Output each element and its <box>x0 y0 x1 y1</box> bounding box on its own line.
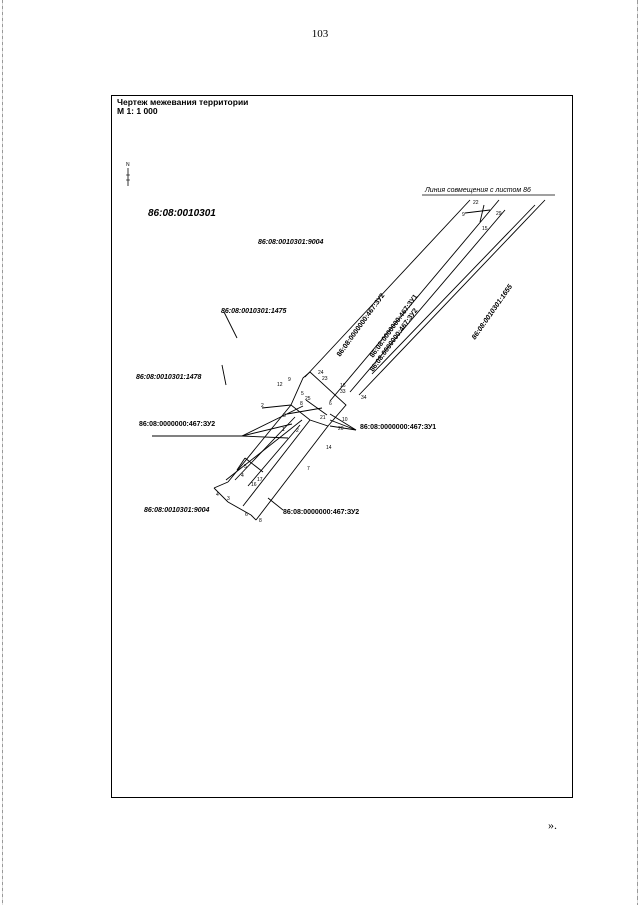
point-8-bottom: 8 <box>259 518 262 524</box>
point-9: 9 <box>288 377 291 383</box>
point-25: 25 <box>305 396 311 402</box>
drawing-frame <box>111 95 573 798</box>
point-6-top: 6 <box>329 401 332 407</box>
point-7: 7 <box>307 466 310 472</box>
page-edge-right <box>637 0 638 905</box>
parcel-label-9004-top: 86:08:0010301:9004 <box>258 239 323 246</box>
overlap-line-label: Линия совмещения с листом 86 <box>424 187 531 194</box>
point-6-bottom: 6 <box>245 512 248 518</box>
page-edge-left <box>2 0 3 905</box>
point-20: 20 <box>338 426 344 432</box>
point-3-left: 3 <box>283 413 286 419</box>
point-9-top: 9 <box>462 212 465 218</box>
point-2-mid: 2 <box>296 428 299 434</box>
point-24: 24 <box>318 370 324 376</box>
parcel-label-1475: 86:08:0010301:1475 <box>221 308 286 315</box>
point-5-bottom: 5 <box>244 464 247 470</box>
parcel-label-9004-bottom: 86:08:0010301:9004 <box>144 507 209 514</box>
point-14: 14 <box>326 445 332 451</box>
point-21: 21 <box>320 415 326 421</box>
point-15: 15 <box>482 226 488 232</box>
point-16-top: 16 <box>340 383 346 389</box>
point-23: 23 <box>322 376 328 382</box>
zone-label-zu2-bottom: 86:08:0000000:467:ЗУ2 <box>283 509 359 516</box>
drawing-title: Чертеж межевания территории <box>117 97 248 107</box>
zone-label-zu1-right: 86:08:0000000:467:ЗУ1 <box>360 424 436 431</box>
north-arrow-icon: N <box>126 162 130 186</box>
point-33: 33 <box>340 389 346 395</box>
point-12: 12 <box>277 382 283 388</box>
page-number: 103 <box>311 28 329 40</box>
point-10: 10 <box>342 417 348 423</box>
svg-text:N: N <box>126 162 130 168</box>
point-numbers: 22 9 29 15 9 12 24 23 16 33 5 25 8 6 34 … <box>216 200 502 524</box>
boundary-lines <box>152 199 546 521</box>
point-5: 5 <box>301 391 304 397</box>
point-29: 29 <box>496 211 502 217</box>
point-1-mid: 1 <box>282 427 285 433</box>
point-17: 17 <box>257 477 263 483</box>
closing-mark: ». <box>548 818 557 832</box>
parcel-label-1655: 86:08:0010301:1655 <box>471 283 514 341</box>
drawing-scale: М 1: 1 000 <box>117 106 158 116</box>
point-4-bottom: 4 <box>241 473 244 479</box>
point-8: 8 <box>300 401 303 407</box>
parcel-label-1478: 86:08:0010301:1478 <box>136 374 201 381</box>
point-4-corner: 4 <box>216 492 219 498</box>
point-34: 34 <box>361 395 367 401</box>
point-2-left: 2 <box>261 403 264 409</box>
quarter-label: 86:08:0010301 <box>148 208 216 219</box>
point-3-corner: 3 <box>227 496 230 502</box>
point-16-bottom: 16 <box>251 482 257 488</box>
point-22: 22 <box>473 200 479 206</box>
zone-label-zu2-left: 86:08:0000000:467:ЗУ2 <box>139 421 215 428</box>
